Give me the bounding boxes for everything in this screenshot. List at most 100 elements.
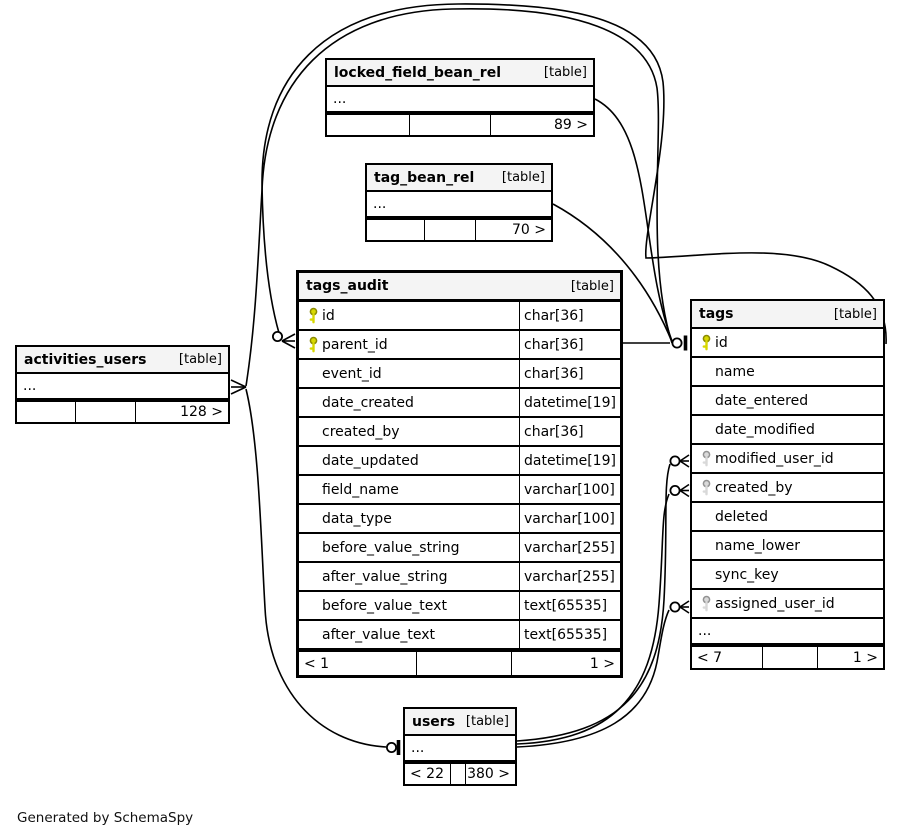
table-footer-activities_users: 128 > xyxy=(17,400,228,422)
table-name-tags[interactable]: tags xyxy=(699,306,734,322)
table-type-badge: [table] xyxy=(833,306,877,322)
column-name: name_lower xyxy=(715,537,800,554)
column-type-cell: char[36] xyxy=(519,418,620,445)
parents-count: < 7 xyxy=(697,649,723,666)
many-crowfoot-marker xyxy=(679,600,690,608)
table-footer-locked_field_bean_rel: 89 > xyxy=(327,113,593,135)
column-name: date_updated xyxy=(322,452,419,469)
column-name-cell: after_value_text xyxy=(299,627,519,643)
table-name-users[interactable]: users xyxy=(412,713,456,730)
column-type-cell: varchar[255] xyxy=(519,534,620,561)
foreign-key-icon xyxy=(698,479,715,496)
column-row-tags-date_entered: date_entered xyxy=(692,387,883,416)
column-row-tags-sync_key: sync_key xyxy=(692,561,883,590)
column-name-cell: id xyxy=(692,334,883,351)
table-header-locked_field_bean_rel: locked_field_bean_rel [table] xyxy=(327,60,593,87)
column-name-cell: date_updated xyxy=(299,453,519,469)
column-name: before_value_text xyxy=(322,597,447,614)
table-header-users: users[table] xyxy=(405,709,515,736)
parents-count: < 22 xyxy=(410,766,444,782)
column-name-cell: data_type xyxy=(299,511,519,527)
column-type-cell: text[65535] xyxy=(519,592,620,619)
generated-by-caption: Generated by SchemaSpy xyxy=(17,810,194,826)
table-name-tags_audit[interactable]: tags_audit xyxy=(306,278,389,294)
many-crowfoot-marker xyxy=(679,483,690,492)
children-count: 1 > xyxy=(817,647,883,668)
collapsed-columns-row: ... xyxy=(17,374,228,400)
column-name-cell: sync_key xyxy=(692,567,883,583)
column-name-cell: created_by xyxy=(299,424,519,440)
footer-spacer xyxy=(416,652,511,675)
table-type-badge: [table] xyxy=(570,278,614,294)
column-name-cell: date_created xyxy=(299,395,519,411)
many-crowfoot-marker xyxy=(281,340,296,349)
column-row-tags-name_lower: name_lower xyxy=(692,532,883,561)
table-name-locked_field_bean_rel[interactable]: locked_field_bean_rel xyxy=(334,64,501,81)
collapsed-columns-row: ... xyxy=(405,736,515,762)
column-name-cell: before_value_string xyxy=(299,540,519,556)
zero-or-one-circle-marker xyxy=(671,337,683,349)
many-crowfoot-marker xyxy=(679,489,690,498)
footer-spacer xyxy=(409,115,490,135)
zero-or-one-circle-marker xyxy=(669,484,681,496)
column-type-cell: char[36] xyxy=(519,302,620,329)
table-type-badge: [table] xyxy=(543,65,587,80)
primary-key-icon xyxy=(305,307,322,324)
column-name: sync_key xyxy=(715,566,779,583)
column-name: assigned_user_id xyxy=(715,595,835,612)
column-row-tags-date_modified: date_modified xyxy=(692,416,883,445)
column-name: before_value_string xyxy=(322,539,460,556)
collapsed-columns-row: ... xyxy=(327,87,593,113)
column-name-cell: name_lower xyxy=(692,538,883,554)
parents-count xyxy=(367,220,424,240)
collapsed-columns-row: ... xyxy=(367,192,551,218)
table-name-activities_users[interactable]: activities_users xyxy=(24,351,147,368)
column-type-cell: varchar[100] xyxy=(519,505,620,532)
many-crowfoot-marker xyxy=(679,460,690,468)
footer-spacer xyxy=(450,764,465,784)
zero-or-one-circle-marker xyxy=(669,455,681,467)
column-name-cell: event_id xyxy=(299,366,519,382)
many-crowfoot-marker xyxy=(230,386,247,395)
column-name: modified_user_id xyxy=(715,450,834,467)
table-type-badge: [table] xyxy=(178,352,222,367)
column-row-tags-created_by: created_by xyxy=(692,474,883,503)
children-count: 1 > xyxy=(511,652,620,675)
column-name: date_entered xyxy=(715,392,809,409)
foreign-key-icon xyxy=(698,595,715,612)
column-name-cell: created_by xyxy=(692,479,883,496)
column-name-cell: before_value_text xyxy=(299,598,519,614)
table-header-tag_bean_rel: tag_bean_rel [table] xyxy=(367,165,551,192)
parents-count xyxy=(327,115,409,135)
column-name: name xyxy=(715,363,755,380)
column-name-cell: name xyxy=(692,364,883,380)
zero-or-one-circle-marker xyxy=(669,601,681,613)
children-count: 70 > xyxy=(475,220,551,240)
column-name: after_value_string xyxy=(322,568,448,585)
column-type-cell: char[36] xyxy=(519,331,620,358)
footer-spacer xyxy=(762,647,817,668)
column-row-tags-deleted: deleted xyxy=(692,503,883,532)
zero-or-one-circle-marker xyxy=(385,742,397,754)
column-type-cell: varchar[255] xyxy=(519,563,620,590)
table-type-badge: [table] xyxy=(501,170,545,185)
table-name-tag_bean_rel[interactable]: tag_bean_rel xyxy=(374,169,475,186)
column-name: deleted xyxy=(715,508,768,525)
column-name: id xyxy=(715,334,728,351)
column-row-tags-assigned_user_id: assigned_user_id xyxy=(692,590,883,619)
many-crowfoot-marker xyxy=(281,333,296,342)
column-name-cell: modified_user_id xyxy=(692,450,883,467)
column-name: date_modified xyxy=(715,421,815,438)
